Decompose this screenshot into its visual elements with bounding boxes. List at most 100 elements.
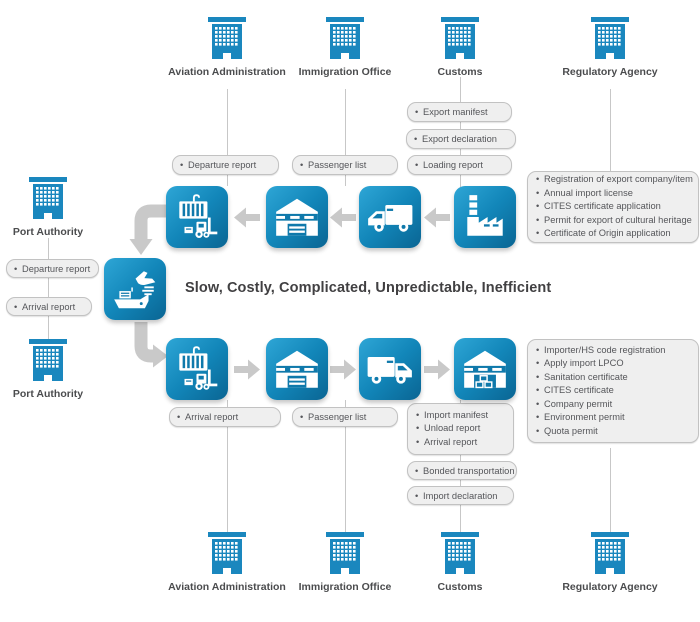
doc-label: Departure report	[14, 263, 93, 275]
doc-label: Export manifest	[415, 106, 506, 118]
warehouse-cargo-tile	[454, 338, 516, 400]
doc-label: Passenger list	[300, 159, 392, 171]
agency-customs-bottom: Customs	[400, 532, 520, 593]
agency-immigration-bottom: Immigration Office	[285, 532, 405, 593]
doc-label: Permit for export of cultural heritage	[536, 214, 693, 228]
warehouse-tile	[266, 186, 328, 248]
import-manifest-group-box: Import manifest Unload report Arrival re…	[407, 403, 514, 455]
connector-line	[609, 448, 611, 533]
warehouse-cargo-icon	[460, 344, 510, 394]
flow-arrow-right-icon	[424, 358, 450, 381]
ship-airplane-icon	[110, 264, 160, 314]
agency-label: Regulatory Agency	[562, 581, 658, 593]
regulatory-export-documents-box: Registration of export company/item Annu…	[527, 171, 699, 243]
doc-label: Environment permit	[536, 411, 693, 425]
doc-label: CITES certificate application	[536, 200, 693, 214]
regulatory-import-documents-box: Importer/HS code registration Apply impo…	[527, 339, 699, 443]
doc-label: Arrival report	[177, 411, 275, 423]
flow-arrow-right-icon	[330, 358, 356, 381]
import-declaration-box: Import declaration	[407, 486, 514, 505]
factory-tile	[454, 186, 516, 248]
agency-label: Customs	[437, 581, 483, 593]
doc-label: Arrival report	[14, 301, 86, 313]
ship-airplane-tile	[104, 258, 166, 320]
office-building-icon	[440, 532, 480, 578]
agency-label: Immigration Office	[298, 66, 392, 78]
passenger-list-box: Passenger list	[292, 155, 398, 175]
bonded-transportation-box: Bonded transportation	[407, 461, 517, 480]
doc-label: Export declaration	[414, 133, 510, 145]
doc-label: Importer/HS code registration	[536, 344, 693, 358]
doc-label: Import manifest	[416, 409, 508, 423]
loading-report-box: Loading report	[407, 155, 512, 175]
doc-label: Company permit	[536, 398, 693, 412]
connector-line	[226, 89, 228, 186]
passenger-list-box-bottom: Passenger list	[292, 407, 398, 427]
warehouse-tile-bottom	[266, 338, 328, 400]
doc-label: Certificate of Origin application	[536, 227, 693, 241]
agency-customs-top: Customs	[400, 17, 520, 78]
arrival-report-box: Arrival report	[169, 407, 281, 427]
agency-label: Regulatory Agency	[562, 66, 658, 78]
flow-arrow-left-icon	[424, 206, 450, 229]
agency-label: Immigration Office	[298, 581, 392, 593]
departure-report-box: Departure report	[172, 155, 279, 175]
process-title: Slow, Costly, Complicated, Unpredictable…	[185, 280, 552, 296]
export-declaration-box: Export declaration	[406, 129, 516, 149]
office-building-icon	[207, 532, 247, 578]
warehouse-icon	[272, 344, 322, 394]
truck-tile-bottom	[359, 338, 421, 400]
office-building-icon	[28, 177, 68, 223]
agency-aviation-bottom: Aviation Administration	[167, 532, 287, 593]
agency-label: Customs	[437, 66, 483, 78]
doc-label: Annual import license	[536, 187, 693, 201]
agency-immigration-top: Immigration Office	[285, 17, 405, 78]
office-building-icon	[590, 532, 630, 578]
doc-label: Arrival report	[416, 436, 508, 450]
agency-port-authority-bottom: Port Authority	[0, 339, 108, 400]
container-forklift-tile	[166, 186, 228, 248]
doc-label: Apply import LPCO	[536, 357, 693, 371]
port-arrival-report-box: Arrival report	[6, 297, 92, 316]
export-manifest-box: Export manifest	[407, 102, 512, 122]
container-forklift-tile-bottom	[166, 338, 228, 400]
agency-label: Port Authority	[12, 226, 84, 238]
doc-label: Quota permit	[536, 425, 693, 439]
connector-line	[344, 400, 346, 533]
doc-label: Import declaration	[415, 490, 508, 502]
doc-label: Passenger list	[300, 411, 392, 423]
office-building-icon	[28, 339, 68, 385]
flow-arrow-right-icon	[234, 358, 260, 381]
agency-port-authority-top: Port Authority	[0, 177, 108, 238]
doc-label: Loading report	[415, 159, 506, 171]
agency-aviation-top: Aviation Administration	[167, 17, 287, 78]
office-building-icon	[590, 17, 630, 63]
port-departure-report-box: Departure report	[6, 259, 99, 278]
agency-label: Aviation Administration	[168, 66, 286, 78]
factory-icon	[460, 192, 510, 242]
truck-icon	[365, 192, 415, 242]
agency-label: Port Authority	[12, 388, 84, 400]
connector-line	[226, 400, 228, 533]
doc-label: Registration of export company/item	[536, 173, 693, 187]
office-building-icon	[207, 17, 247, 63]
doc-label: Unload report	[416, 422, 508, 436]
doc-label: CITES certificate	[536, 384, 693, 398]
connector-line	[609, 89, 611, 171]
container-forklift-icon	[172, 344, 222, 394]
agency-regulatory-top: Regulatory Agency	[550, 17, 670, 78]
truck-tile	[359, 186, 421, 248]
agency-label: Aviation Administration	[168, 581, 286, 593]
agency-regulatory-bottom: Regulatory Agency	[550, 532, 670, 593]
truck-icon	[365, 344, 415, 394]
container-forklift-icon	[172, 192, 222, 242]
office-building-icon	[325, 17, 365, 63]
flow-arrow-left-icon	[234, 206, 260, 229]
office-building-icon	[440, 17, 480, 63]
doc-label: Departure report	[180, 159, 273, 171]
connector-line	[344, 89, 346, 186]
flow-arrow-left-icon	[330, 206, 356, 229]
connector-line	[47, 238, 49, 341]
office-building-icon	[325, 532, 365, 578]
